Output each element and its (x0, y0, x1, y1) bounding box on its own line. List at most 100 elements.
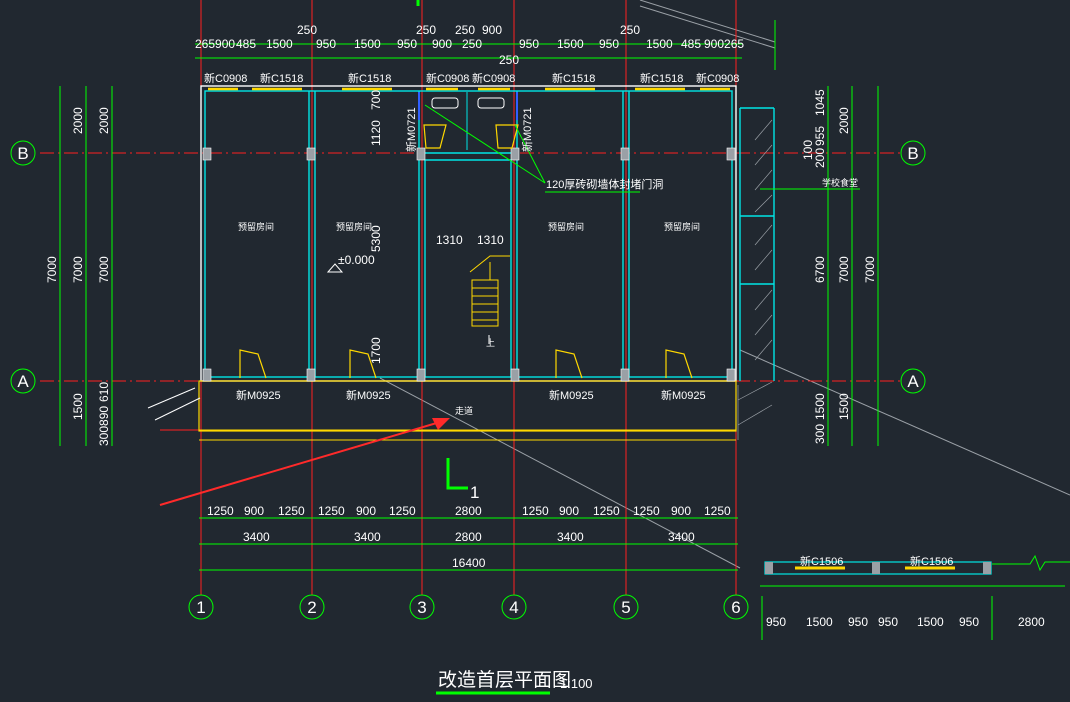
elevation-mark: ±0.000 (338, 253, 375, 267)
svg-text:3400: 3400 (243, 530, 270, 544)
svg-text:新C1506: 新C1506 (800, 554, 843, 568)
svg-text:2000: 2000 (837, 107, 851, 134)
svg-text:B: B (17, 144, 28, 163)
svg-text:3: 3 (417, 598, 426, 617)
inner-dim: 5300 (369, 225, 383, 252)
svg-text:1500: 1500 (71, 393, 85, 420)
dim-top: 250 (416, 23, 436, 37)
corridor (198, 380, 737, 441)
svg-text:1045: 1045 (813, 89, 827, 116)
window-tag: 新C0908 (472, 71, 515, 85)
dim-top: 250 (620, 23, 640, 37)
wall-note: 120厚砖砌墙体封堵门洞 (546, 177, 663, 191)
door-tag: 新M0721 (404, 107, 418, 152)
axis-bubble-3: 3 (409, 594, 435, 620)
svg-text:1250: 1250 (522, 504, 549, 518)
svg-text:1: 1 (196, 598, 205, 617)
axis-bubble-5: 5 (613, 594, 639, 620)
note-leaders (424, 104, 860, 193)
dim-top: 250 (297, 23, 317, 37)
svg-text:950: 950 (959, 615, 979, 629)
svg-text:955: 955 (813, 126, 827, 146)
svg-text:1250: 1250 (633, 504, 660, 518)
inner-dim: 1120 (369, 120, 383, 146)
svg-text:2800: 2800 (455, 504, 482, 518)
axis-bubble-a-left: A (10, 368, 36, 394)
svg-text:900: 900 (244, 504, 264, 518)
axis-bubble-6: 6 (723, 594, 749, 620)
svg-text:1500: 1500 (917, 615, 944, 629)
stair-dim: 1310 (436, 233, 463, 247)
stair-up-label: 上 (486, 338, 495, 349)
door-tag: 新M0925 (236, 388, 281, 402)
svg-text:新C1506: 新C1506 (910, 554, 953, 568)
window-tag: 新C0908 (426, 71, 469, 85)
svg-text:1250: 1250 (278, 504, 305, 518)
door-tags: 新M0925 新M0925 新M0925 新M0925 新M0721 新M072… (236, 107, 706, 402)
section-mark (416, 0, 468, 490)
svg-text:7000: 7000 (71, 256, 85, 283)
svg-text:A: A (907, 372, 919, 391)
svg-text:1250: 1250 (318, 504, 345, 518)
svg-text:3400: 3400 (668, 530, 695, 544)
svg-text:1250: 1250 (389, 504, 416, 518)
room-label: 预留房间 (238, 221, 274, 233)
svg-text:A: A (17, 372, 29, 391)
annex-labels: 新C1506 新C1506 950 1500 950 950 1500 950 … (766, 554, 1045, 629)
inner-dim: 1700 (369, 337, 383, 364)
svg-text:100: 100 (801, 140, 815, 160)
window-tag: 新C1518 (552, 71, 595, 85)
svg-text:1250: 1250 (704, 504, 731, 518)
dim-top: 1500 (557, 37, 584, 51)
top-dimensions: 265900 485 1500 950 1500 950 900 250 950… (195, 23, 744, 67)
title-text: 改造首层平面图 (438, 669, 571, 691)
stair-dim: 1310 (477, 233, 504, 247)
svg-text:2800: 2800 (1018, 615, 1045, 629)
svg-text:6: 6 (731, 598, 740, 617)
room-label: 预留房间 (336, 221, 372, 233)
svg-text:1250: 1250 (207, 504, 234, 518)
axis-bubble-a-right: A (900, 368, 926, 394)
svg-text:3400: 3400 (557, 530, 584, 544)
hatched-wall (737, 119, 773, 440)
door-tag: 新M0925 (346, 388, 391, 402)
dim-top: 1500 (266, 37, 293, 51)
dim-top: 1500 (646, 37, 673, 51)
svg-text:1500: 1500 (806, 615, 833, 629)
bottom-dimensions: 1250 900 1250 1250 900 1250 2800 1250 90… (207, 504, 731, 570)
dim-top: 250 (455, 23, 475, 37)
window-tag: 新C0908 (696, 71, 739, 85)
svg-text:1250: 1250 (593, 504, 620, 518)
svg-text:300: 300 (813, 424, 827, 444)
svg-text:1500: 1500 (837, 393, 851, 420)
axis-bubble-b-right: B (900, 140, 926, 166)
dimension-lines (59, 20, 1065, 640)
dim-top: 485 (681, 37, 701, 51)
door-tag: 新M0925 (661, 388, 706, 402)
columns (202, 147, 736, 382)
svg-text:4: 4 (509, 598, 518, 617)
annotation-arrow (159, 418, 450, 506)
door-tag: 新M0925 (549, 388, 594, 402)
annex-strip (764, 554, 1070, 575)
right-dimensions: 1045 955 200 100 2000 6700 7000 7000 150… (801, 89, 877, 444)
svg-text:5: 5 (621, 598, 630, 617)
doors (239, 124, 693, 379)
window-tag: 新C1518 (260, 71, 303, 85)
dim-top: 485 (236, 37, 256, 51)
window-tag: 新C1518 (348, 71, 391, 85)
room-label: 预留房间 (664, 221, 700, 233)
room-label: 预留房间 (548, 221, 584, 233)
svg-text:900: 900 (671, 504, 691, 518)
dim-top: 950 (519, 37, 539, 51)
axis-bubble-2: 2 (299, 594, 325, 620)
svg-text:7000: 7000 (837, 256, 851, 283)
drawing-title: 改造首层平面图 1:100 (436, 669, 593, 695)
right-room-label: 学校食堂 (822, 177, 858, 189)
svg-text:900: 900 (559, 504, 579, 518)
dim-top: 900265 (704, 37, 744, 51)
svg-text:950: 950 (766, 615, 786, 629)
svg-text:2000: 2000 (71, 107, 85, 134)
dim-top: 250 (499, 53, 519, 67)
corridor-label: 走道 (455, 405, 473, 417)
